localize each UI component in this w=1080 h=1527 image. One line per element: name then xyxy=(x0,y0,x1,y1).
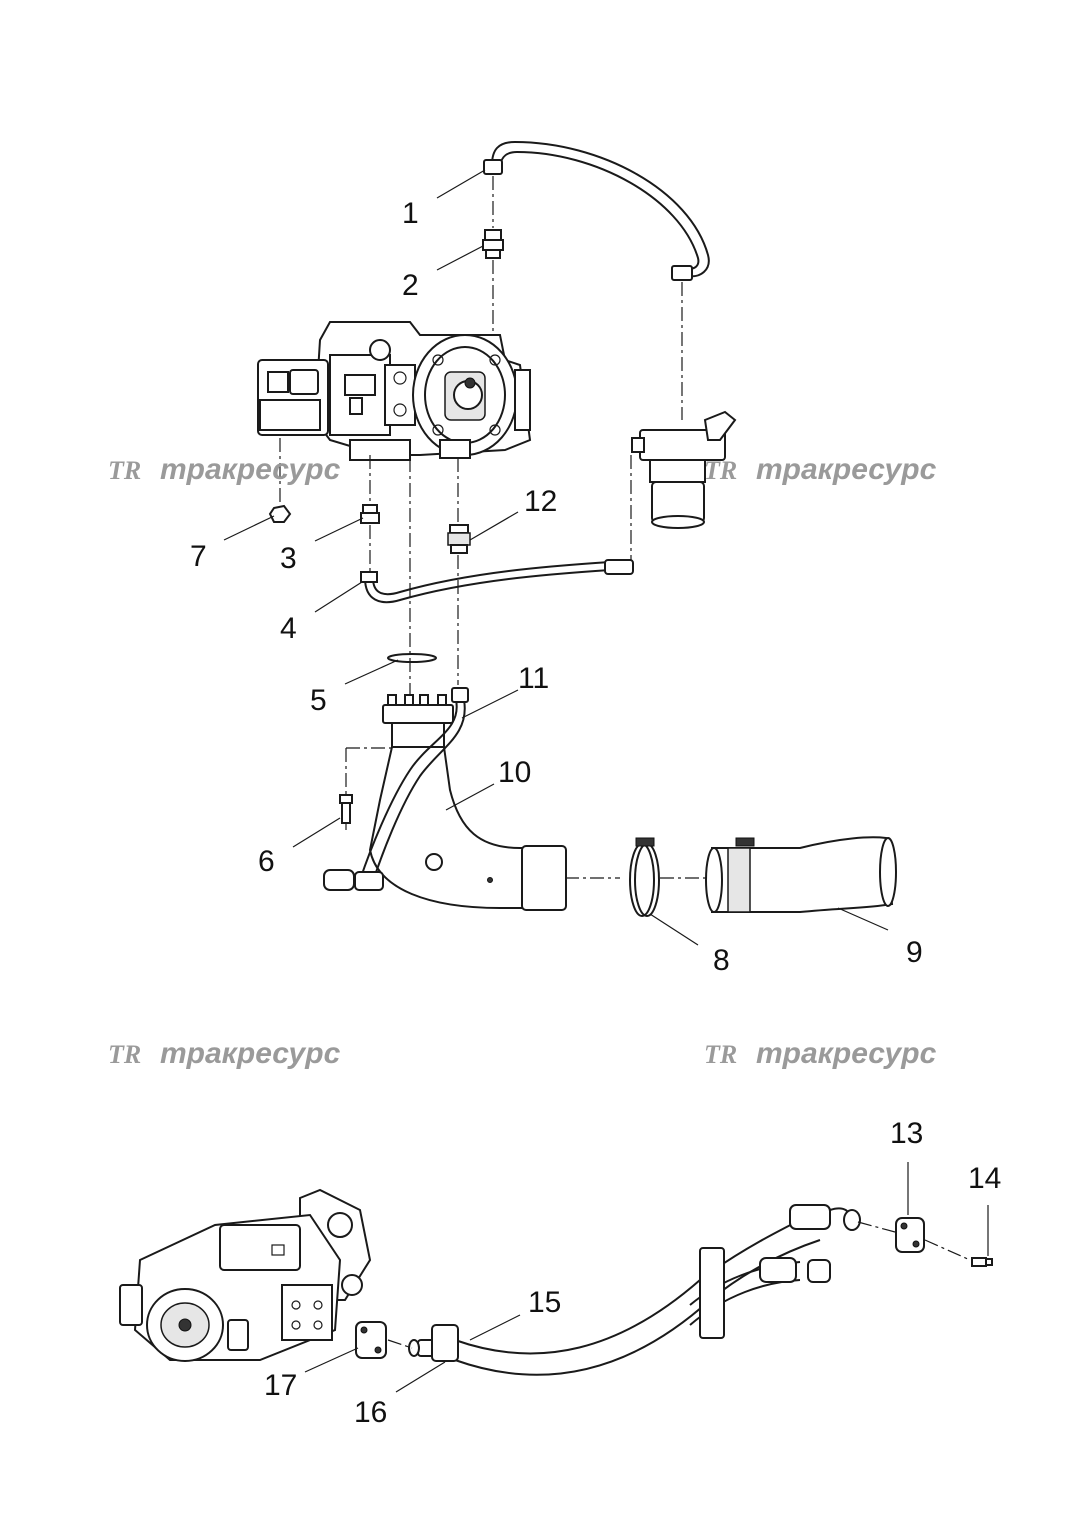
watermark-logo: TR xyxy=(704,1040,737,1069)
callout-4: 4 xyxy=(280,612,297,645)
callout-labels: 1 2 3 4 5 6 7 8 9 10 11 12 13 14 15 16 1… xyxy=(190,197,1001,1429)
callout-3: 3 xyxy=(280,542,297,575)
hose-part-15 xyxy=(454,1204,861,1376)
callout-6: 6 xyxy=(258,845,275,878)
callout-9: 9 xyxy=(906,936,923,969)
centerlines-lower xyxy=(387,1221,971,1349)
callout-7: 7 xyxy=(190,540,207,573)
tube-part-1 xyxy=(483,140,710,281)
flange-part-17 xyxy=(355,1321,387,1359)
watermark-text: тракресурс xyxy=(160,453,341,486)
fitting-part-16 xyxy=(408,1324,459,1362)
watermark-1: TR тракресурс xyxy=(108,453,341,486)
callout-16: 16 xyxy=(354,1396,387,1429)
watermark-text: тракресурс xyxy=(160,1037,341,1070)
watermark-logo: TR xyxy=(108,456,141,485)
watermark-4: TR тракресурс xyxy=(704,1037,937,1070)
watermark-logo: TR xyxy=(108,1040,141,1069)
centerlines-upper xyxy=(279,176,710,879)
hose-part-9 xyxy=(705,836,897,913)
inline-filter xyxy=(631,410,737,529)
clamp-part-8 xyxy=(629,837,660,917)
hose-part-4 xyxy=(360,559,634,604)
watermark-2: TR тракресурс xyxy=(704,453,937,486)
callout-2: 2 xyxy=(402,269,419,302)
callout-12: 12 xyxy=(524,485,557,518)
flange-part-13 xyxy=(895,1217,925,1253)
hydraulic-pump-assembly xyxy=(257,321,532,461)
watermark-text: тракресурс xyxy=(756,453,937,486)
fitting-part-12 xyxy=(447,524,471,554)
fitting-part-3 xyxy=(360,504,380,524)
bolt-part-14 xyxy=(971,1257,993,1267)
fitting-part-2 xyxy=(482,229,504,259)
suction-elbow-part-10 xyxy=(323,687,567,911)
callout-11: 11 xyxy=(518,662,549,695)
bolt-part-6 xyxy=(339,794,353,824)
callout-1: 1 xyxy=(402,197,419,230)
callout-14: 14 xyxy=(968,1162,1001,1195)
leader-lines xyxy=(223,169,989,1393)
callout-5: 5 xyxy=(310,684,327,717)
callout-17: 17 xyxy=(264,1369,297,1402)
callout-10: 10 xyxy=(498,756,531,789)
watermark-text: тракресурс xyxy=(756,1037,937,1070)
callout-8: 8 xyxy=(713,944,730,977)
watermark-3: TR тракресурс xyxy=(108,1037,341,1070)
plug-part-7 xyxy=(268,504,292,523)
lower-pump-assembly xyxy=(119,1188,372,1362)
watermark-logo: TR xyxy=(704,456,737,485)
callout-15: 15 xyxy=(528,1286,561,1319)
oring-part-5 xyxy=(387,653,437,663)
callout-13: 13 xyxy=(890,1117,923,1150)
